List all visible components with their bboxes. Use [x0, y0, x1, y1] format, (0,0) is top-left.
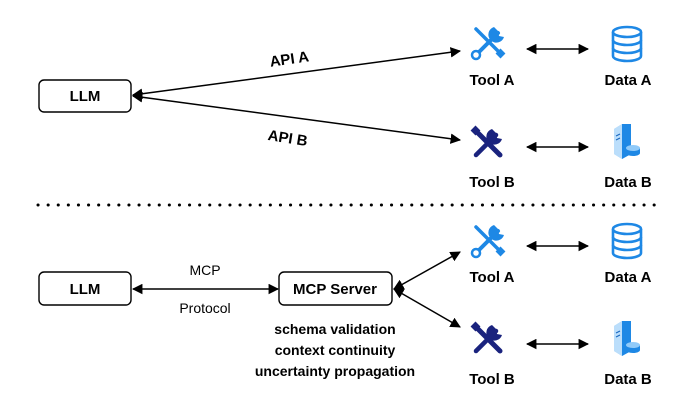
data-a-label: Data A	[605, 72, 652, 89]
api-b-label: API B	[267, 127, 309, 150]
tool-b-label: Tool B	[469, 174, 515, 191]
database-cylinder-icon	[611, 222, 643, 260]
server-database-icon	[613, 320, 641, 357]
api-b-connector	[131, 92, 462, 144]
wrench-screwdriver-icon	[470, 223, 508, 259]
bottom-section: LLM MCP Protocol MCP Server schema valid…	[38, 222, 652, 388]
feature-uncertainty-propagation: uncertainty propagation	[255, 363, 415, 379]
protocol-label: Protocol	[179, 300, 230, 316]
mcp-label: MCP	[189, 262, 220, 278]
wrench-screwdriver-icon	[471, 126, 502, 155]
llm-label: LLM	[70, 88, 101, 105]
server-tool-a-connector	[393, 251, 461, 290]
tool-b-label: Tool B	[469, 371, 515, 388]
top-section: LLM API A API B Tool A Tool B Data A Dat…	[38, 25, 652, 191]
llm-box-bottom: LLM	[38, 271, 132, 306]
llm-label: LLM	[70, 281, 101, 298]
data-a-label: Data A	[605, 269, 652, 286]
feature-context-continuity: context continuity	[275, 342, 396, 358]
data-b-label: Data B	[604, 174, 652, 191]
llm-box-top: LLM	[38, 79, 132, 113]
data-b-label: Data B	[604, 371, 652, 388]
database-cylinder-icon	[611, 25, 643, 63]
api-a-label: API A	[269, 48, 311, 70]
server-tool-b-connector	[393, 288, 461, 328]
tool-a-label: Tool A	[470, 269, 515, 286]
wrench-screwdriver-icon	[471, 322, 502, 351]
mcp-server-label: MCP Server	[293, 281, 377, 298]
server-database-icon	[613, 123, 641, 160]
api-a-connector	[131, 47, 462, 99]
wrench-screwdriver-icon	[470, 25, 508, 61]
feature-schema-validation: schema validation	[274, 321, 395, 337]
tool-a-label: Tool A	[470, 72, 515, 89]
mcp-server-box: MCP Server	[278, 271, 393, 306]
